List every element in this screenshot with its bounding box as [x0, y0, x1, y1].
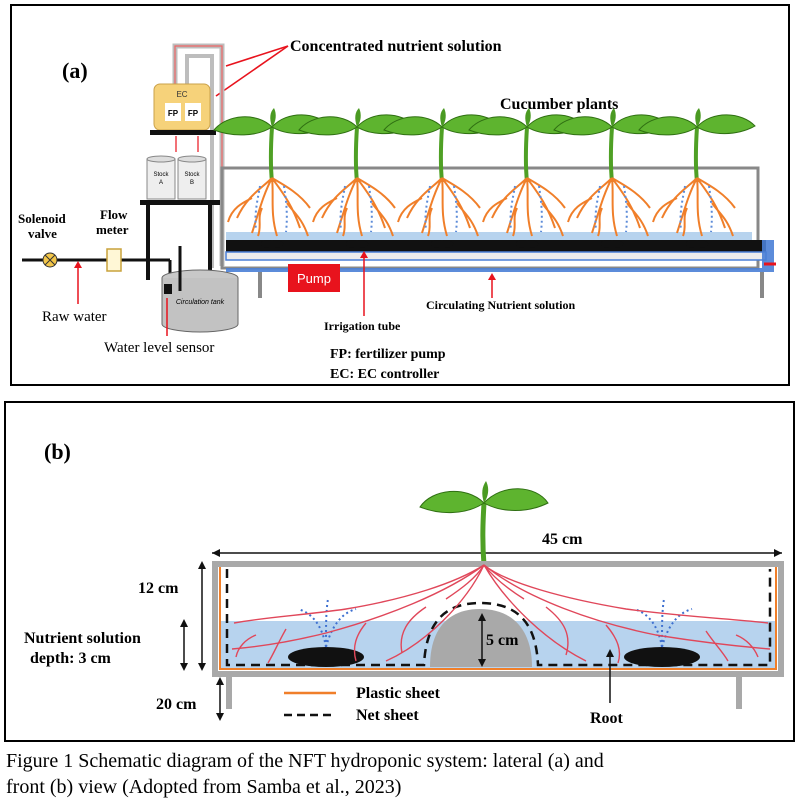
- flow-label-1: Flow: [100, 207, 128, 222]
- panel-b-label: (b): [44, 439, 71, 464]
- height-label: 12 cm: [138, 580, 179, 597]
- circulating-bold: Nutrient solution: [487, 298, 575, 312]
- figure-caption: Figure 1 Schematic diagram of the NFT hy…: [6, 748, 796, 800]
- legs-label: 20 cm: [156, 696, 197, 713]
- solenoid-label-1: Solenoid: [18, 211, 66, 226]
- flow-label-2: meter: [96, 222, 129, 237]
- fp2-text: FP: [188, 109, 199, 118]
- solenoid-label-2: valve: [28, 226, 57, 241]
- width-label: 45 cm: [542, 531, 583, 548]
- circulation-tank-label: Circulation tank: [176, 299, 225, 306]
- mound-label: 5 cm: [486, 632, 519, 649]
- front-diagram: (b) 45 cm 5 cm: [24, 439, 784, 727]
- caption-line-2: front (b) view (Adopted from Samba et al…: [6, 776, 402, 798]
- legend-fp: FP: fertilizer pump: [330, 347, 446, 362]
- depth-label-2: depth: 3 cm: [30, 650, 112, 667]
- mound: [430, 609, 532, 667]
- panel-b-front-view: (b) 45 cm 5 cm: [4, 401, 795, 742]
- raw-water-label: Raw water: [42, 309, 107, 325]
- circulating-prefix: Circulating: [426, 298, 487, 312]
- depth-label-1: Nutrient solution: [24, 630, 141, 647]
- panel-a-lateral-view: (a) Concentrated nutrient solution Cucum…: [10, 4, 790, 386]
- panel-a-label: (a): [62, 58, 88, 83]
- stock-b-label-2: B: [190, 180, 194, 186]
- cucumber-plant-6: [637, 106, 757, 237]
- cucumber-label: Cucumber plants: [500, 96, 618, 113]
- caption-line-1: Figure 1 Schematic diagram of the NFT hy…: [6, 750, 604, 772]
- stock-a-container: [146, 158, 176, 200]
- pump-label: Pump: [297, 271, 331, 286]
- roots: [231, 564, 771, 664]
- legend-ec: EC: EC controller: [330, 367, 439, 382]
- ec-text: EC: [176, 90, 187, 99]
- pump-box: [288, 264, 340, 292]
- seedling-icon: [419, 481, 549, 566]
- fp1-text: FP: [168, 109, 179, 118]
- water-level-sensor-label: Water level sensor: [104, 340, 214, 356]
- net-sheet-label: Net sheet: [356, 707, 419, 724]
- irrigation-tube-label: Irrigation tube: [324, 319, 401, 333]
- stock-b-label-1: Stock: [184, 172, 200, 178]
- stock-b-container: [177, 158, 207, 200]
- stock-a-label-1: Stock: [153, 172, 169, 178]
- flow-meter: [106, 248, 122, 272]
- circulating-label: Circulating Nutrient solution: [426, 298, 575, 312]
- lateral-diagram: (a) Concentrated nutrient solution Cucum…: [18, 38, 776, 382]
- root-label: Root: [590, 710, 624, 727]
- stock-a-label-2: A: [159, 180, 163, 186]
- plastic-sheet-label: Plastic sheet: [356, 685, 441, 702]
- concentrated-label: Concentrated nutrient solution: [290, 38, 502, 55]
